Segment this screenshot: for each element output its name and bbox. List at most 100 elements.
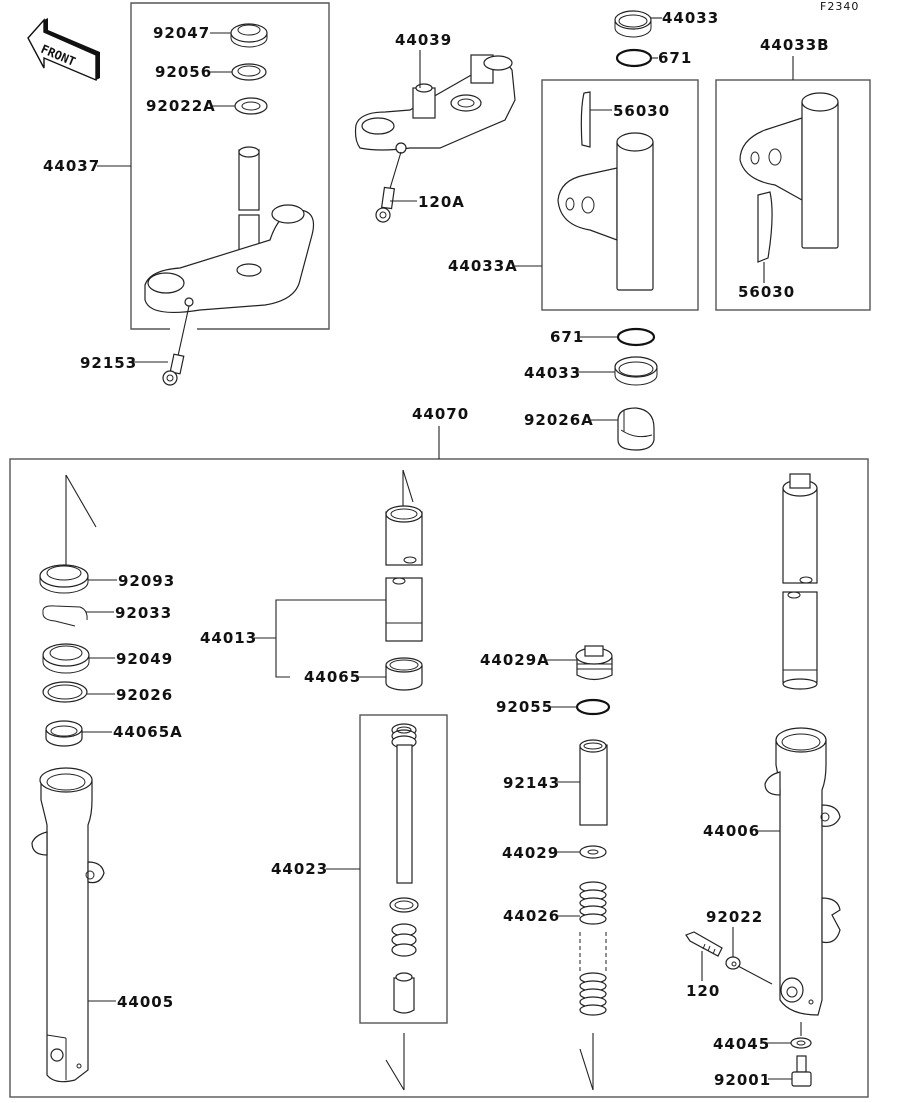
part-number-label[interactable]: 44033 xyxy=(662,9,719,27)
part-number-label[interactable]: 44065A xyxy=(113,723,183,741)
part-number-label[interactable]: 92055 xyxy=(496,698,553,716)
bolt-120A-icon xyxy=(375,186,396,223)
spring-coil xyxy=(579,1004,607,1016)
callout-44026[interactable]: 44026 xyxy=(503,907,580,925)
callout-92049[interactable]: 92049 xyxy=(89,650,173,668)
washer-92026-icon xyxy=(42,681,88,703)
oring-671-bottom-icon xyxy=(616,327,656,347)
callout-44039[interactable]: 44039 xyxy=(395,31,452,88)
callout-92026A[interactable]: 92026A xyxy=(524,411,618,429)
part-number-label[interactable]: 92049 xyxy=(116,650,173,668)
callout-44037[interactable]: 44037 xyxy=(43,157,131,175)
callout-671-bottom[interactable]: 671 xyxy=(550,328,617,346)
part-number-label[interactable]: 44037 xyxy=(43,157,100,175)
part-number-label[interactable]: 120 xyxy=(686,982,720,1000)
callout-92056[interactable]: 92056 xyxy=(155,63,232,81)
callout-44029[interactable]: 44029 xyxy=(502,844,580,862)
callout-120[interactable]: 120 xyxy=(686,951,720,1000)
part-number-label[interactable]: 44033 xyxy=(524,364,581,382)
washer-92022-icon xyxy=(725,956,741,970)
outer-tube-44005-icon xyxy=(31,767,105,1083)
part-number-label[interactable]: 44006 xyxy=(703,822,760,840)
callout-44033-bottom[interactable]: 44033 xyxy=(524,364,615,382)
spacer-92143-icon xyxy=(579,739,608,826)
callout-671-top[interactable]: 671 xyxy=(651,49,692,67)
headlight-holder-44033B-icon xyxy=(801,99,839,249)
part-number-label[interactable]: 44005 xyxy=(117,993,174,1011)
callout-92047[interactable]: 92047 xyxy=(153,24,231,42)
gasket-44045-icon xyxy=(790,1037,812,1049)
part-number-label[interactable]: 44045 xyxy=(713,1035,770,1053)
part-number-label[interactable]: 120A xyxy=(418,193,465,211)
spring-coil xyxy=(579,913,607,925)
bolt-120-icon xyxy=(685,931,723,957)
part-number-label[interactable]: 44026 xyxy=(503,907,560,925)
oring-671-top-icon xyxy=(615,48,653,68)
part-number-label[interactable]: 92026 xyxy=(116,686,173,704)
headlight-holder-44033A-icon xyxy=(616,139,654,291)
callout-56030-a[interactable]: 56030 xyxy=(590,102,670,120)
outer-tube-44006-icon xyxy=(764,727,841,1016)
part-number-label[interactable]: 44039 xyxy=(395,31,452,49)
callout-44005[interactable]: 44005 xyxy=(88,993,174,1011)
part-number-label[interactable]: 92153 xyxy=(80,354,137,372)
callout-44029A[interactable]: 44029A xyxy=(480,651,577,669)
part-number-label[interactable]: 44023 xyxy=(271,860,328,878)
callout-56030-b[interactable]: 56030 xyxy=(738,262,795,301)
callout-92033[interactable]: 92033 xyxy=(86,604,172,622)
part-number-label[interactable]: 671 xyxy=(658,49,692,67)
callout-92153[interactable]: 92153 xyxy=(80,354,168,372)
callout-44006[interactable]: 44006 xyxy=(703,822,780,840)
callout-44023[interactable]: 44023 xyxy=(271,860,360,878)
part-number-label[interactable]: 56030 xyxy=(738,283,795,301)
callout-92022A[interactable]: 92022A xyxy=(146,97,235,115)
callout-92093[interactable]: 92093 xyxy=(88,572,175,590)
callout-120A[interactable]: 120A xyxy=(390,193,465,211)
callout-92001[interactable]: 92001 xyxy=(714,1071,792,1089)
cap-bolt-44029A-icon xyxy=(575,645,613,681)
figure-code: F2340 xyxy=(820,0,859,13)
part-number-label[interactable]: 92022A xyxy=(146,97,216,115)
part-number-label[interactable]: 92033 xyxy=(115,604,172,622)
damper-rod-44023-icon xyxy=(389,723,419,1014)
part-number-label[interactable]: 671 xyxy=(550,328,584,346)
part-number-label[interactable]: 92056 xyxy=(155,63,212,81)
callout-92143[interactable]: 92143 xyxy=(503,774,580,792)
stem-assembly-group xyxy=(130,2,330,386)
part-number-label[interactable]: 92143 xyxy=(503,774,560,792)
part-number-label[interactable]: 44013 xyxy=(200,629,257,647)
part-number-label[interactable]: 92047 xyxy=(153,24,210,42)
part-number-label[interactable]: 56030 xyxy=(613,102,670,120)
inner-tube-44013-icon xyxy=(385,505,423,642)
callout-44070[interactable]: 44070 xyxy=(412,405,469,459)
part-number-label[interactable]: 44029A xyxy=(480,651,550,669)
callout-92055[interactable]: 92055 xyxy=(496,698,577,716)
callout-44065[interactable]: 44065 xyxy=(304,668,386,686)
callout-44013[interactable]: 44013 xyxy=(200,629,276,647)
callout-44045[interactable]: 44045 xyxy=(713,1035,791,1053)
part-number-label[interactable]: 92022 xyxy=(706,908,763,926)
part-number-label[interactable]: 92093 xyxy=(118,572,175,590)
callout-92022[interactable]: 92022 xyxy=(706,908,763,957)
part-number-label[interactable]: 44033A xyxy=(448,257,518,275)
callout-44033-top[interactable]: 44033 xyxy=(651,9,719,27)
part-number-label[interactable]: 44065 xyxy=(304,668,361,686)
part-number-label[interactable]: 44033B xyxy=(760,36,830,54)
holder-44033A-box xyxy=(541,79,699,311)
part-number-label[interactable]: 44029 xyxy=(502,844,559,862)
ring-44033-top-icon xyxy=(614,10,652,38)
steering-stem-icon xyxy=(144,146,315,314)
callout-92026[interactable]: 92026 xyxy=(87,686,173,704)
drain-bolt-92001-icon xyxy=(791,1055,812,1087)
callout-44065A[interactable]: 44065A xyxy=(82,723,183,741)
callout-44033A[interactable]: 44033A xyxy=(448,257,542,275)
reflector-56030-icon xyxy=(580,91,591,148)
stem-assembly-box xyxy=(130,2,330,330)
part-number-label[interactable]: 92026A xyxy=(524,411,594,429)
callout-44033B[interactable]: 44033B xyxy=(760,36,830,80)
part-number-label[interactable]: 44070 xyxy=(412,405,469,423)
oring-92055-icon xyxy=(575,698,611,716)
part-number-label[interactable]: 92001 xyxy=(714,1071,771,1089)
